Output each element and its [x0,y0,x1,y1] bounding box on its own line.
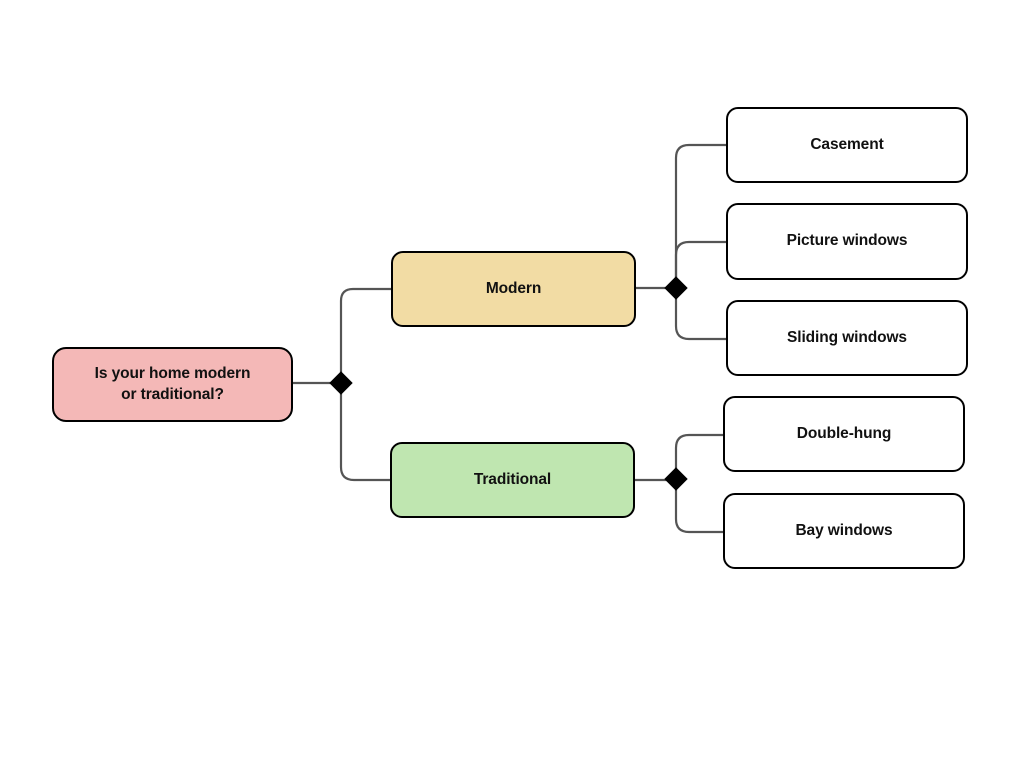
node-casement-label: Casement [810,135,884,153]
edge-modern-junction-to-casement [674,143,726,288]
node-traditional-label: Traditional [473,470,552,488]
traditional-junction-diamond [664,467,688,491]
modern-junction-diamond [664,276,688,300]
edge-modern-junction-to-picture [674,240,726,288]
node-modern-label: Modern [485,279,542,297]
edge-traditional-junction-to-double-hung [674,433,723,480]
node-sliding-windows-label: Sliding windows [787,328,907,346]
node-picture-windows-label: Picture windows [786,232,908,250]
edge-root-junction-to-modern [339,287,391,383]
edge-traditional-junction-to-bay [674,480,723,534]
node-root-question-label: Is your home modern or traditional? [94,364,251,403]
node-bay-windows[interactable]: Bay windows [723,493,965,569]
node-traditional[interactable]: Traditional [390,442,635,518]
root-junction-diamond [329,371,353,395]
edge-modern-junction-to-sliding [674,288,726,341]
node-double-hung[interactable]: Double-hung [723,396,965,472]
node-modern[interactable]: Modern [391,251,636,327]
node-double-hung-label: Double-hung [796,424,892,442]
node-casement[interactable]: Casement [726,107,968,183]
node-sliding-windows[interactable]: Sliding windows [726,300,968,376]
node-bay-windows-label: Bay windows [795,521,893,539]
edge-root-junction-to-traditional [339,383,390,482]
node-picture-windows[interactable]: Picture windows [726,203,968,280]
node-root-question[interactable]: Is your home modern or traditional? [52,347,293,422]
